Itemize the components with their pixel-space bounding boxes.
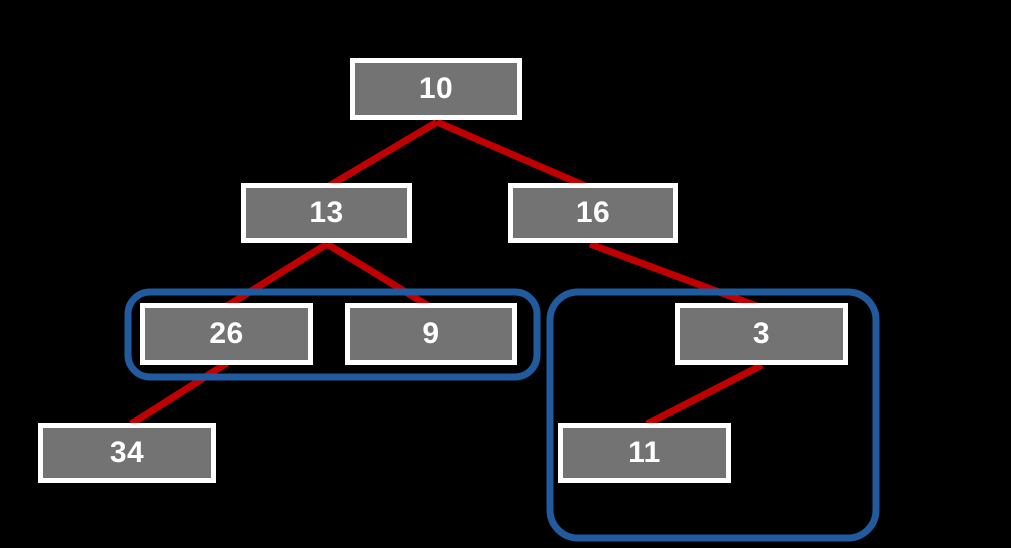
group-right bbox=[546, 288, 880, 542]
tree-node-label: 26 bbox=[209, 317, 244, 350]
tree-edge-n13-to-n26 bbox=[225, 241, 329, 309]
tree-node-label: 9 bbox=[422, 317, 440, 350]
tree-node-9[interactable]: 9 bbox=[345, 303, 517, 365]
tree-node-10[interactable]: 10 bbox=[350, 58, 522, 120]
tree-node-label: 11 bbox=[628, 436, 661, 469]
group-left bbox=[124, 288, 541, 381]
tree-edge-n13-to-n9 bbox=[325, 241, 434, 311]
tree-node-26[interactable]: 26 bbox=[140, 303, 313, 365]
tree-node-11[interactable]: 11 bbox=[558, 423, 731, 483]
tree-edge-n26-to-n34 bbox=[129, 360, 229, 427]
tree-node-label: 10 bbox=[418, 72, 454, 105]
tree-node-label: 16 bbox=[575, 196, 611, 229]
tree-node-3[interactable]: 3 bbox=[675, 303, 848, 365]
tree-edge-n16-to-n3 bbox=[588, 240, 764, 312]
tree-node-16[interactable]: 16 bbox=[508, 183, 678, 243]
tree-node-label: 13 bbox=[309, 196, 344, 229]
tree-edge-n10-to-n13 bbox=[327, 118, 439, 190]
tree-node-label: 34 bbox=[109, 436, 145, 469]
tree-node-34[interactable]: 34 bbox=[38, 423, 216, 483]
tree-node-13[interactable]: 13 bbox=[241, 183, 412, 243]
tree-node-label: 3 bbox=[752, 317, 771, 350]
tree-edge-n3-to-n11 bbox=[645, 361, 764, 428]
tree-edge-n10-to-n16 bbox=[435, 118, 592, 192]
